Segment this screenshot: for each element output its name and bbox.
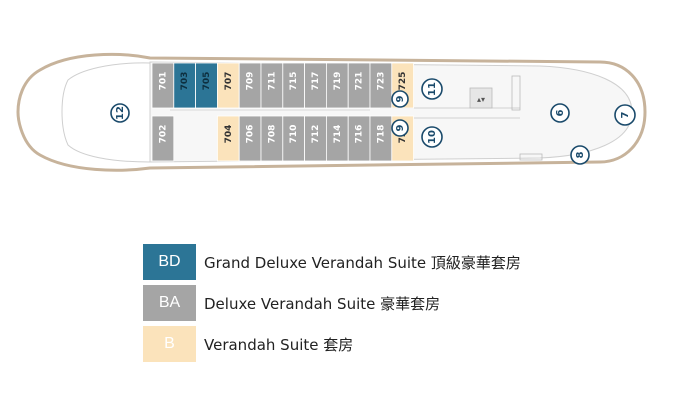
stair-block <box>511 75 521 111</box>
cabin-715[interactable]: 715 <box>282 62 305 109</box>
legend-swatch-bd: BD <box>143 244 196 280</box>
cabin-712[interactable]: 712 <box>304 115 327 162</box>
cabin-717-label: 717 <box>311 72 321 91</box>
cabin-701[interactable]: 701 <box>151 62 175 109</box>
location-marker-11[interactable]: 11 <box>421 78 443 100</box>
cabin-710-label: 710 <box>289 125 299 144</box>
cabin-721[interactable]: 721 <box>347 62 371 109</box>
legend-label-b: Verandah Suite 套房 <box>204 335 354 354</box>
marker-label: 11 <box>427 82 438 96</box>
cabin-714-label: 714 <box>333 125 343 144</box>
cabin-723-label: 723 <box>376 72 386 91</box>
marker-circle <box>421 126 443 148</box>
cabin-707-label: 707 <box>224 72 234 91</box>
cabin-721-label: 721 <box>355 72 365 91</box>
cabin-704-label: 704 <box>224 125 234 144</box>
bow-area <box>61 62 151 163</box>
cabin-710[interactable]: 710 <box>282 115 305 162</box>
marker-label: 10 <box>427 130 438 144</box>
cabin-723[interactable]: 723 <box>369 62 393 109</box>
legend-label-ba: Deluxe Verandah Suite 豪華套房 <box>204 294 441 313</box>
cabin-712-label: 712 <box>311 125 321 144</box>
marker-circle <box>421 78 443 100</box>
legend-item-b: B Verandah Suite 套房 <box>143 326 353 362</box>
legend-label-bd: Grand Deluxe Verandah Suite 頂級豪華套房 <box>204 253 521 272</box>
cabin-716-label: 716 <box>355 125 365 144</box>
location-marker-12[interactable]: 12 <box>110 103 130 123</box>
marker-label: 6 <box>555 109 566 116</box>
cabin-718-label: 718 <box>376 125 386 144</box>
cabin-711-label: 711 <box>267 72 277 91</box>
cabin-709[interactable]: 709 <box>238 62 262 109</box>
cabin-716[interactable]: 716 <box>347 115 371 162</box>
cabin-704[interactable]: 704 <box>216 115 240 162</box>
marker-circle <box>391 90 409 108</box>
legend-swatch-ba: BA <box>143 285 196 321</box>
legend-item-ba: BA Deluxe Verandah Suite 豪華套房 <box>143 285 440 321</box>
cabin-708[interactable]: 708 <box>260 115 284 162</box>
marker-circle <box>570 145 590 165</box>
cabin-715-label: 715 <box>289 72 299 91</box>
cabin-707[interactable]: 707 <box>216 62 240 109</box>
marker-circle <box>110 103 130 123</box>
cabin-702-label: 702 <box>158 125 168 144</box>
location-marker-7[interactable]: 7 <box>614 104 636 126</box>
cabin-717[interactable]: 717 <box>304 62 327 109</box>
cabin-706[interactable]: 706 <box>238 115 262 162</box>
cabin-702[interactable]: 702 <box>151 115 175 162</box>
location-marker-10[interactable]: 10 <box>421 126 443 148</box>
cabin-705[interactable]: 705 <box>195 62 218 109</box>
cabin-706-label: 706 <box>246 125 256 144</box>
cabin-714[interactable]: 714 <box>325 115 349 162</box>
marker-label: 9 <box>395 124 406 131</box>
location-marker-9[interactable]: 9 <box>391 119 409 137</box>
location-marker-9[interactable]: 9 <box>391 90 409 108</box>
location-marker-6[interactable]: 6 <box>550 103 570 123</box>
marker-circle <box>614 104 636 126</box>
legend-item-bd: BD Grand Deluxe Verandah Suite 頂級豪華套房 <box>143 244 521 280</box>
stair-block <box>519 153 543 161</box>
cabin-709-label: 709 <box>246 72 256 91</box>
cabin-702-box <box>151 115 175 162</box>
marker-circle <box>391 119 409 137</box>
elevator-icon: ▴▾ <box>477 95 485 104</box>
cabin-701-label: 701 <box>158 72 168 91</box>
marker-label: 8 <box>575 151 586 158</box>
cabin-719-label: 719 <box>333 72 343 91</box>
marker-label: 12 <box>115 106 126 120</box>
cabin-711[interactable]: 711 <box>260 62 284 109</box>
cabin-703[interactable]: 703 <box>173 62 197 109</box>
cabin-719[interactable]: 719 <box>325 62 349 109</box>
cabin-703-label: 703 <box>180 72 190 91</box>
location-marker-8[interactable]: 8 <box>570 145 590 165</box>
cabin-705-label: 705 <box>202 72 212 91</box>
marker-circle <box>550 103 570 123</box>
marker-label: 9 <box>395 95 406 102</box>
elevator-block <box>469 87 493 109</box>
cabin-725-label: 725 <box>398 72 408 91</box>
legend-swatch-b: B <box>143 326 196 362</box>
cabin-708-label: 708 <box>267 125 277 144</box>
marker-label: 7 <box>620 111 631 118</box>
cabin-718[interactable]: 718 <box>369 115 393 162</box>
